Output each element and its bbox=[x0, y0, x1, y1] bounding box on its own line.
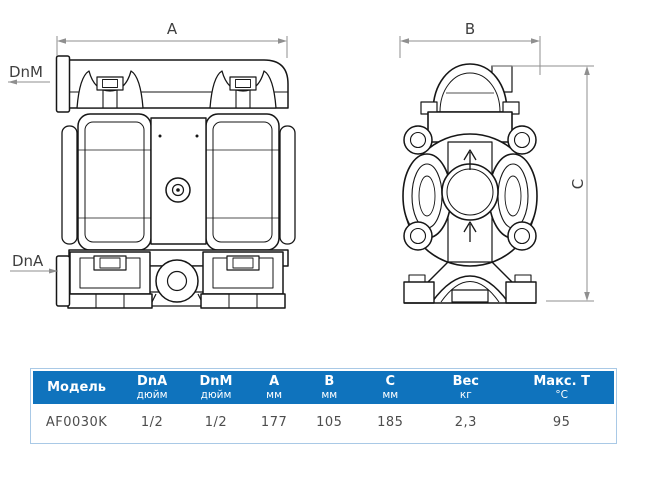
header-dna: DnA дюйм bbox=[136, 373, 168, 401]
foot-left bbox=[67, 251, 153, 309]
cell-model: AF0030K bbox=[45, 415, 108, 430]
foot-right bbox=[200, 251, 286, 309]
valve-dome bbox=[432, 63, 508, 113]
dim-b-label: B bbox=[465, 20, 475, 38]
side-view bbox=[402, 63, 538, 304]
dnm-label: DnM bbox=[9, 63, 43, 81]
cell-dna: 1/2 bbox=[140, 415, 164, 430]
top-clamp-right bbox=[209, 70, 277, 109]
dna-port bbox=[55, 255, 71, 307]
dna-label: DnA bbox=[12, 252, 44, 270]
dimension-lines bbox=[8, 36, 594, 302]
header-weight: Вес кг bbox=[452, 373, 480, 401]
header-max-temp: Макс. Т °С bbox=[533, 373, 590, 401]
bolt-circles bbox=[403, 125, 537, 251]
pump-technical-drawing: A B C DnM DnA bbox=[8, 20, 594, 309]
right-chamber bbox=[205, 113, 280, 251]
spec-table: Модель DnA дюйм DnM дюйм A мм B мм C мм … bbox=[30, 368, 617, 444]
header-b: B мм bbox=[321, 373, 338, 401]
table-row: AF0030K 1/2 1/2 177 105 185 2,3 95 bbox=[33, 404, 614, 441]
base-feet bbox=[403, 274, 537, 304]
cell-c: 185 bbox=[377, 415, 404, 430]
left-chamber bbox=[77, 113, 152, 251]
header-c: C мм bbox=[382, 373, 399, 401]
header-model: Модель bbox=[47, 379, 107, 395]
cell-a: 177 bbox=[260, 415, 288, 430]
dim-a-label: A bbox=[167, 20, 178, 38]
front-view bbox=[55, 55, 296, 309]
center-housing bbox=[150, 117, 207, 245]
cell-b: 105 bbox=[316, 415, 343, 430]
cell-weight: 2,3 bbox=[454, 415, 477, 430]
dim-c-label: C bbox=[569, 179, 587, 189]
cell-max-temp: 95 bbox=[552, 415, 571, 430]
dnm-port bbox=[55, 55, 71, 113]
top-clamp-left bbox=[76, 70, 144, 109]
dimension-labels: A B C DnM DnA bbox=[9, 20, 587, 270]
spec-table-header: Модель DnA дюйм DnM дюйм A мм B мм C мм … bbox=[33, 371, 614, 404]
air-inlet bbox=[155, 259, 199, 303]
header-a: A мм bbox=[266, 373, 283, 401]
flow-arrow-icon bbox=[463, 221, 477, 242]
flow-arrow-icon bbox=[463, 149, 477, 170]
cell-dnm: 1/2 bbox=[204, 415, 228, 430]
header-dnm: DnM дюйм bbox=[199, 373, 233, 401]
